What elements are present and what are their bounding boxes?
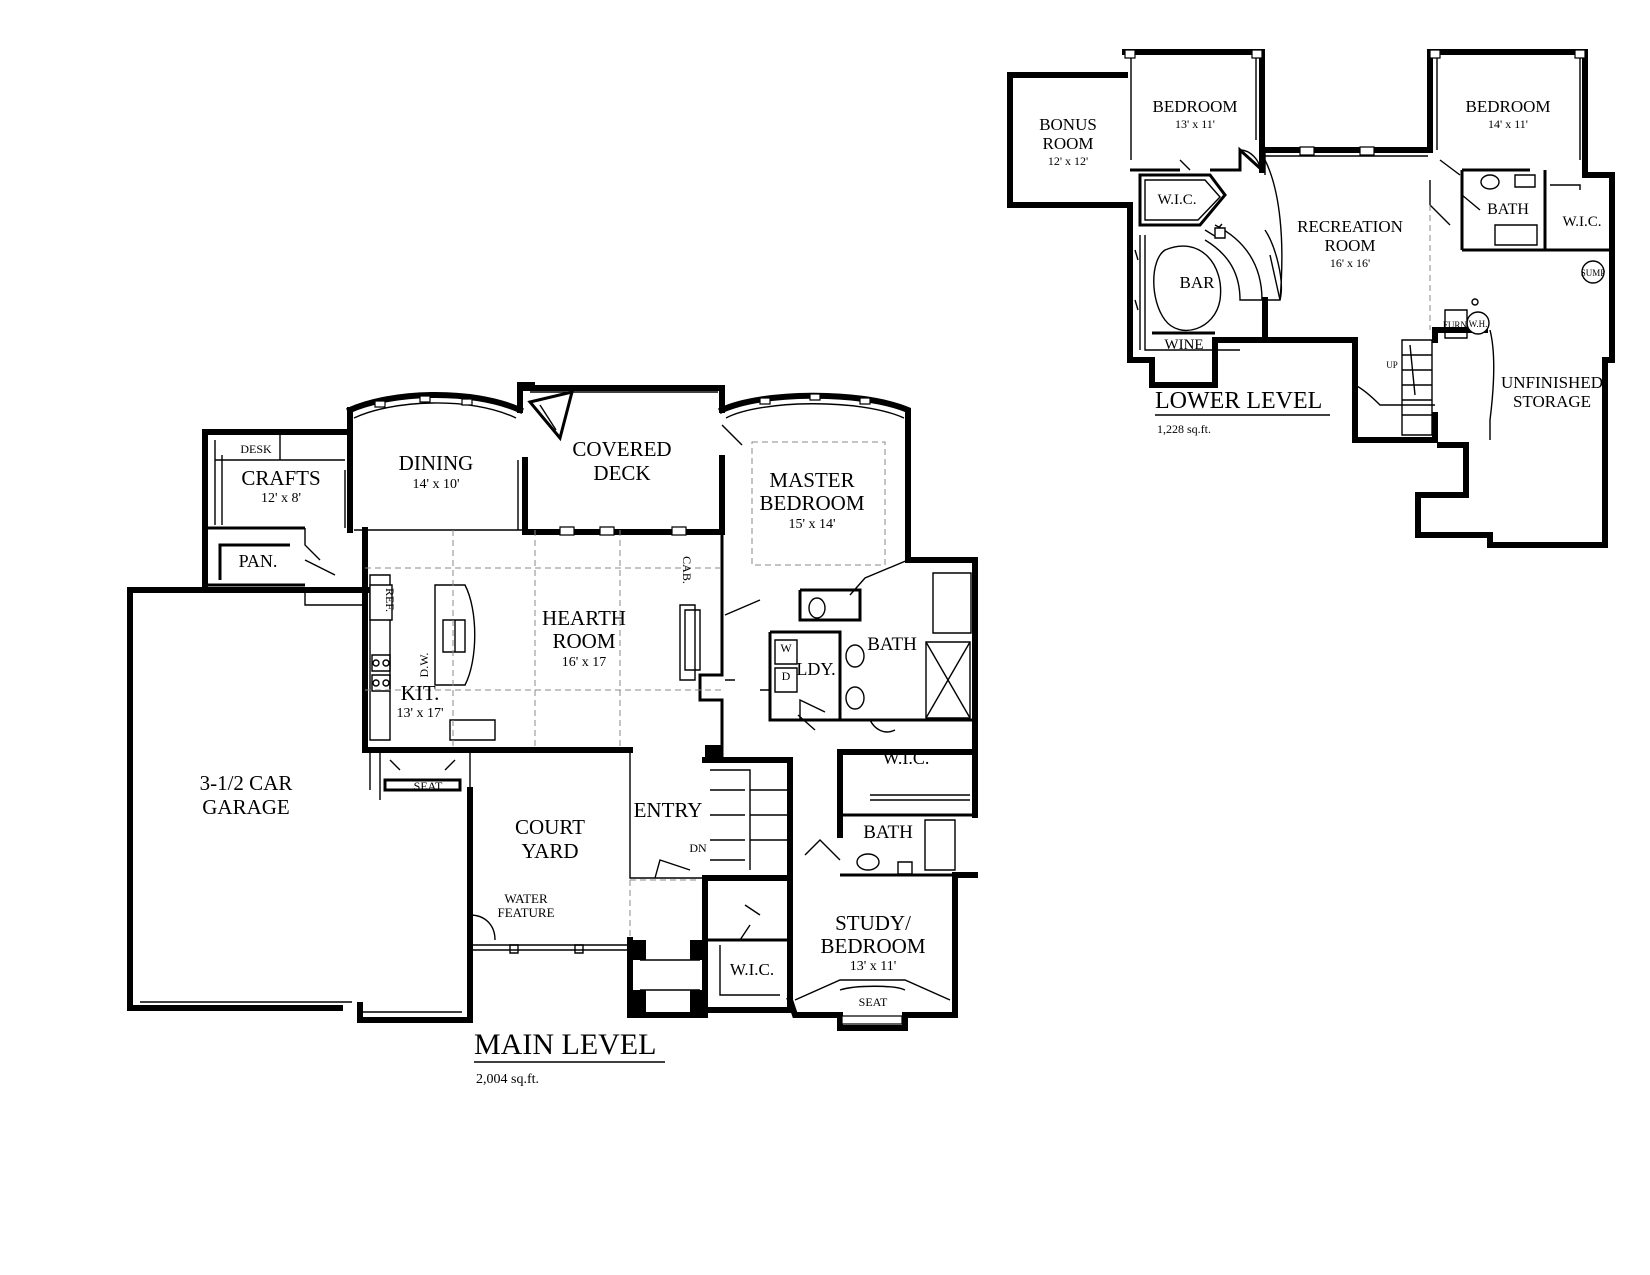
cab-label: CAB.: [680, 556, 694, 584]
entry-label: ENTRY: [634, 798, 703, 822]
lower-bath-label: BATH: [1487, 201, 1529, 218]
lower-wic1-label: W.I.C.: [1157, 192, 1196, 208]
study-label-1: STUDY/: [835, 911, 911, 935]
dining-size: 14' x 10': [412, 477, 459, 492]
water-heater-label: W.H.: [1469, 319, 1488, 329]
court-yard: [467, 750, 700, 954]
lower-level-plan: BONUS ROOM 12' x 12' BEDROOM 13' x 11' B…: [1007, 49, 1615, 548]
bonus-label-2: ROOM: [1042, 134, 1093, 153]
bar-label: BAR: [1180, 273, 1216, 292]
bedroom2-size: 14' x 11': [1488, 117, 1528, 131]
master-label-1: MASTER: [769, 468, 854, 492]
entry-stairs: [629, 745, 793, 881]
upper-bath-wic: [1415, 168, 1615, 548]
covered-deck: [517, 385, 725, 536]
recreation-size: 16' x 16': [1330, 256, 1370, 270]
dining-label: DINING: [399, 451, 474, 475]
lower-wic2-label: W.I.C.: [1562, 214, 1601, 230]
courtyard-label-1: COURT: [515, 815, 585, 839]
furnace-label: FURN.: [1443, 320, 1469, 330]
bedroom1-size: 13' x 11': [1175, 117, 1215, 131]
crafts-label: CRAFTS: [241, 466, 320, 490]
hearth-label-1: HEARTH: [542, 606, 626, 630]
bonus-bedroom-wing: [1007, 49, 1283, 388]
stairs-down-label: DN: [689, 841, 707, 855]
crafts-size: 12' x 8': [261, 491, 301, 506]
master-size: 15' x 14': [788, 517, 835, 532]
bath2-label: BATH: [863, 822, 913, 843]
washer-label: W: [780, 641, 792, 655]
garage: [127, 587, 473, 1023]
garage-label-2: GARAGE: [202, 795, 290, 819]
unfinished-label-1: UNFINISHED: [1501, 373, 1603, 392]
master-wic-label: W.I.C.: [883, 748, 930, 768]
kitchen-hearth: [362, 527, 722, 800]
wine-label: WINE: [1164, 337, 1203, 353]
covered-deck-label-2: DECK: [593, 461, 650, 485]
study-bedroom: [627, 872, 978, 1031]
master-label-2: BEDROOM: [759, 491, 864, 515]
dryer-label: D: [782, 669, 791, 683]
main-level-labels: DESK CRAFTS 12' x 8' DINING 14' x 10' CO…: [200, 437, 930, 1087]
study-label-2: BEDROOM: [820, 934, 925, 958]
pantry-label: PAN.: [239, 551, 278, 571]
master-bedroom: [718, 392, 911, 600]
dining-room: [346, 382, 535, 533]
recreation-label-2: ROOM: [1324, 236, 1375, 255]
water-feature-label-1: WATER: [504, 891, 548, 906]
unfinished-label-2: STORAGE: [1513, 392, 1591, 411]
stairs-up-label: UP: [1386, 360, 1398, 370]
master-suite-services: [684, 557, 978, 877]
study-size: 13' x 11': [850, 959, 897, 974]
laundry-label: LDY.: [796, 659, 835, 679]
bonus-label-1: BONUS: [1039, 115, 1097, 134]
kitchen-size: 13' x 17': [396, 706, 443, 721]
ref-label: REF.: [383, 588, 397, 612]
recreation-room: [1259, 49, 1588, 443]
dw-label: D.W.: [417, 653, 431, 678]
main-level-area: 2,004 sq.ft.: [476, 1072, 539, 1087]
bedroom1-label: BEDROOM: [1152, 97, 1237, 116]
recreation-label-1: RECREATION: [1297, 217, 1403, 236]
study-wic-label: W.I.C.: [730, 960, 774, 979]
lower-level-area: 1,228 sq.ft.: [1157, 422, 1211, 436]
bonus-size: 12' x 12': [1048, 154, 1088, 168]
hearth-size: 16' x 17: [562, 655, 607, 670]
master-bath-label: BATH: [867, 634, 917, 655]
garage-label-1: 3-1/2 CAR: [200, 771, 293, 795]
kitchen-label: KIT.: [401, 681, 440, 705]
main-level-plan: DESK CRAFTS 12' x 8' DINING 14' x 10' CO…: [127, 382, 978, 1087]
lower-level-labels: BONUS ROOM 12' x 12' BEDROOM 13' x 11' B…: [1039, 97, 1605, 436]
hearth-label-2: ROOM: [552, 629, 615, 653]
water-feature-label-2: FEATURE: [497, 905, 554, 920]
main-level-title: MAIN LEVEL: [474, 1028, 656, 1061]
seat-label-2: SEAT: [859, 995, 888, 1009]
seat-label-1: SEAT: [414, 779, 443, 793]
lower-level-title: LOWER LEVEL: [1155, 388, 1322, 414]
crafts-pantry: [202, 429, 365, 606]
sump-label: SUMP: [1581, 268, 1606, 278]
desk-label: DESK: [240, 442, 272, 456]
bedroom2-label: BEDROOM: [1465, 97, 1550, 116]
covered-deck-label-1: COVERED: [572, 437, 671, 461]
courtyard-label-2: YARD: [521, 839, 578, 863]
